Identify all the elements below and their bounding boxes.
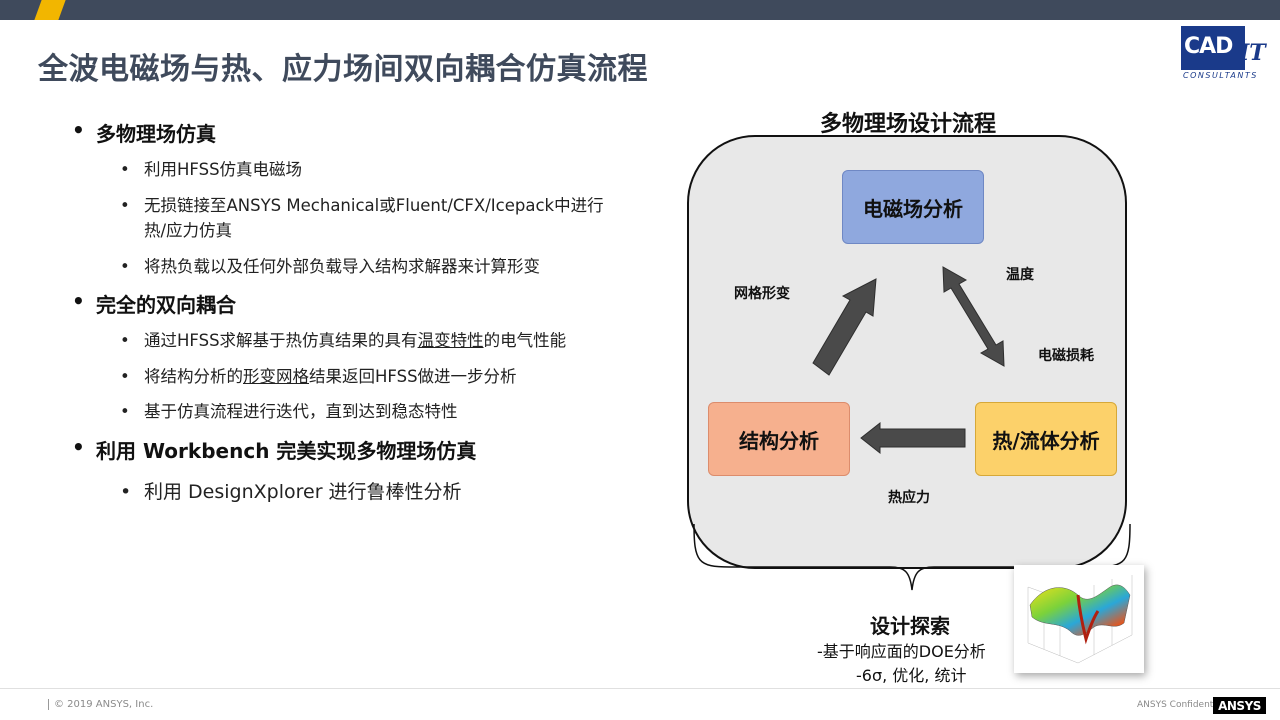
text-segment: 将结构分析的 xyxy=(144,366,243,386)
ansys-logo: ANSYS xyxy=(1213,697,1266,714)
sub-bullet: 利用HFSS仿真电磁场 xyxy=(70,157,604,183)
arrow-struct-to-em xyxy=(812,278,877,376)
cad-it-logo: CAD IT CONSULTANTS xyxy=(1181,26,1273,82)
label-mesh-deformation: 网格形变 xyxy=(734,286,790,302)
label-em-loss: 电磁损耗 xyxy=(1038,348,1094,364)
bullet-list: 多物理场仿真 利用HFSS仿真电磁场 无损链接至ANSYS Mechanical… xyxy=(70,118,630,517)
text-segment: 结果返回HFSS做进一步分析 xyxy=(309,366,517,386)
page-title: 全波电磁场与热、应力场间双向耦合仿真流程 xyxy=(38,52,648,87)
underlined-term: 形变网格 xyxy=(243,366,309,386)
thermal-analysis-box: 热/流体分析 xyxy=(975,402,1117,476)
sub-bullet: 通过HFSS求解基于热仿真结果的具有温变特性的电气性能 xyxy=(70,328,604,354)
structural-analysis-box: 结构分析 xyxy=(708,402,850,476)
underlined-term: 温变特性 xyxy=(417,331,484,351)
top-bar xyxy=(0,0,1280,20)
arrow-em-thermal-double xyxy=(942,266,1005,367)
footer-confidential: ANSYS Confidential xyxy=(1137,700,1224,710)
logo-it-text: IT xyxy=(1239,40,1266,66)
bullet-multiphysics: 多物理场仿真 xyxy=(70,118,630,147)
sub-bullet: 基于仿真流程进行迭代，直到达到稳态特性 xyxy=(70,399,604,425)
footer-copyright: © 2019 ANSYS, Inc. xyxy=(48,699,153,710)
text-segment: 的电气性能 xyxy=(483,331,567,351)
label-thermal-stress: 热应力 xyxy=(888,490,930,506)
sub-bullet: 利用 DesignXplorer 进行鲁棒性分析 xyxy=(70,478,604,508)
em-analysis-box: 电磁场分析 xyxy=(842,170,984,244)
sub-bullet: 无损链接至ANSYS Mechanical或Fluent/CFX/Icepack… xyxy=(70,193,604,244)
sub-bullet: 将结构分析的形变网格结果返回HFSS做进一步分析 xyxy=(70,364,604,390)
label-temperature: 温度 xyxy=(1006,267,1034,283)
footer-divider xyxy=(0,688,1280,689)
design-exploration-line1: -基于响应面的DOE分析 xyxy=(817,642,986,661)
text-segment: 通过HFSS求解基于热仿真结果的具有 xyxy=(144,331,418,351)
response-surface-image xyxy=(1014,565,1144,673)
logo-subtitle: CONSULTANTS xyxy=(1183,71,1258,80)
bullet-two-way: 完全的双向耦合 xyxy=(70,289,630,318)
design-exploration-line2: -6σ, 优化, 统计 xyxy=(856,666,967,685)
sub-bullet: 将热负载以及任何外部负载导入结构求解器来计算形变 xyxy=(70,254,604,280)
logo-main-text: CAD xyxy=(1184,34,1233,59)
design-exploration-brace xyxy=(693,523,1131,591)
arrow-thermal-to-struct xyxy=(860,421,966,455)
design-exploration-title: 设计探索 xyxy=(870,614,950,638)
diagram-title: 多物理场设计流程 xyxy=(820,112,997,137)
logo-box: CAD xyxy=(1181,26,1245,70)
bullet-workbench: 利用 Workbench 完美实现多物理场仿真 xyxy=(70,435,630,464)
